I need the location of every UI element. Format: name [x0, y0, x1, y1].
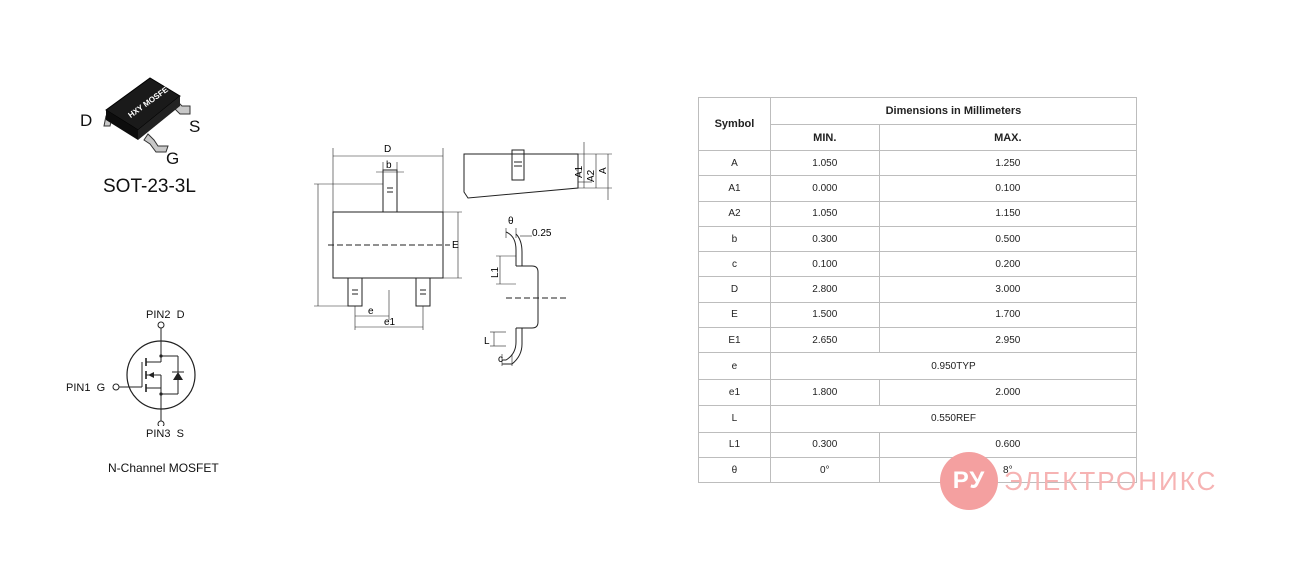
dim-e1: e1 — [384, 317, 396, 328]
mosfet-symbol — [112, 321, 196, 426]
watermark-text: ЭЛЕКТРОНИКС — [1004, 465, 1218, 496]
pin2-label: PIN2 D — [146, 309, 185, 321]
source-terminal — [157, 420, 165, 426]
dim-c: c — [498, 354, 503, 365]
top-view-drawing: D b E e e1 — [314, 144, 462, 330]
pin-s-label: S — [189, 117, 201, 136]
side-view-drawing: A1 A2 A — [463, 142, 612, 200]
dim-L: L — [484, 336, 490, 347]
pin1-label: PIN1 G — [66, 382, 106, 394]
dimensions-header: Dimensions in Millimeters — [769, 97, 1138, 125]
schematic-caption: N-Channel MOSFET — [108, 461, 219, 475]
package-name: SOT-23-3L — [103, 176, 196, 197]
lead-gate — [143, 133, 169, 153]
lead-profile-drawing: θ 0.25 L1 L c — [484, 216, 566, 366]
dim-A: A — [598, 167, 609, 174]
pin-d-label: D — [80, 111, 93, 130]
package-illustration: HXY MOSFET — [103, 77, 191, 153]
pin3-label: PIN3 S — [146, 428, 184, 440]
dim-L1: L1 — [490, 266, 501, 278]
symbol-header: Symbol — [698, 97, 771, 151]
dimensions-table: Symbol Dimensions in Millimeters MIN. MA… — [698, 97, 1138, 484]
watermark: РУ ЭЛЕКТРОНИКС — [940, 452, 1217, 510]
dim-b: b — [386, 160, 392, 171]
dim-theta: θ — [508, 216, 514, 227]
dim-A1: A1 — [574, 165, 585, 178]
max-header: MAX. — [878, 124, 1138, 151]
drain-terminal — [157, 321, 165, 329]
min-header: MIN. — [769, 124, 880, 151]
pin-g-label: G — [166, 149, 180, 168]
dim-D: D — [384, 144, 391, 155]
dim-gauge: 0.25 — [532, 228, 552, 239]
dim-E: E — [452, 240, 459, 251]
watermark-badge: РУ — [940, 452, 998, 510]
gate-terminal — [112, 383, 120, 391]
dim-e: e — [368, 306, 374, 317]
dim-A2: A2 — [586, 169, 597, 182]
